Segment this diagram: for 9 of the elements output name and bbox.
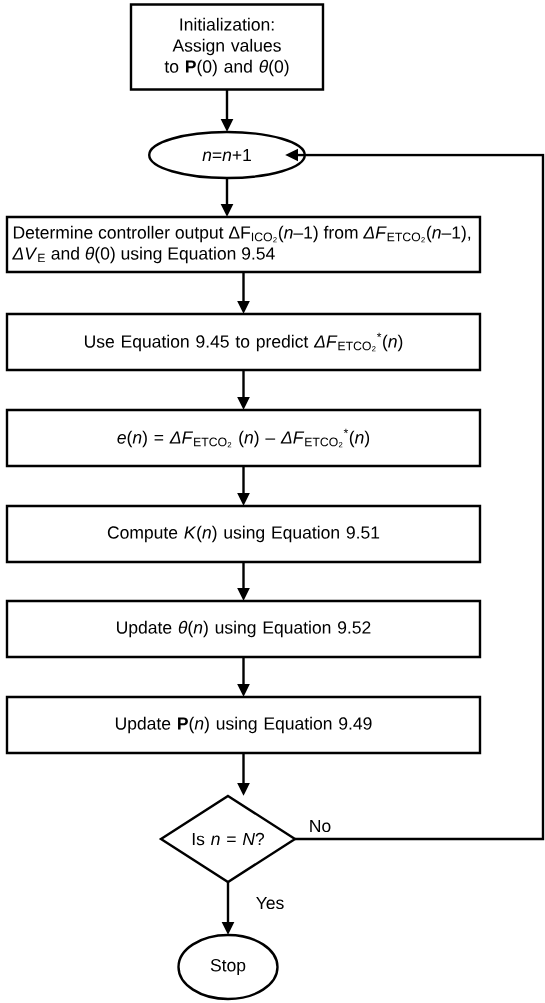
process-box: Use Equation 9.45 to predict ΔF$_{ETCO₂}$$^{*}$(n) (5, 312, 482, 372)
process-box: Update θ(n) using Equation 9.52 (5, 599, 482, 659)
process-box: e(n) = ΔF$_{ETCO₂}$ (n) – ΔF$_{ETCO₂}$$^{*}$(n) (5, 408, 482, 468)
process-box: Compute K(n) using Equation 9.51 (5, 504, 482, 564)
process-box: Update P(n) using Equation 9.49 (5, 695, 482, 755)
edge-label: No (310, 819, 331, 833)
edge-label: Yes (256, 896, 284, 910)
process-box: Determine controller output ΔF$_{ICO₂}$(n–1) from ΔF$_{ETCO₂}$(n–1), ΔV$_{E}$ and θ(0) using Equation 9.54 (5, 215, 482, 274)
process-box: Initialization: Assign values to P(0) and θ(0) (129, 3, 325, 91)
